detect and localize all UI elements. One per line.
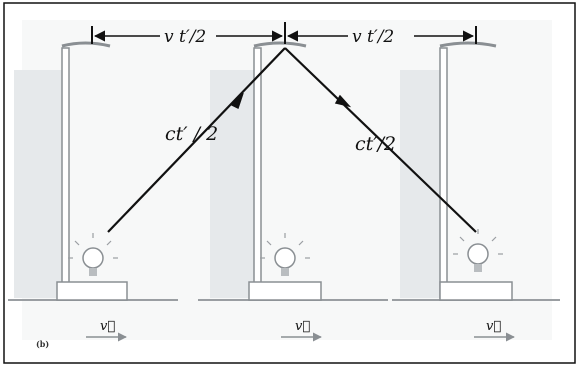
velocity-label-2: v⃗ <box>295 319 310 334</box>
light-bulb-icon <box>453 229 503 272</box>
lamp-base <box>248 281 322 301</box>
wall-panel <box>210 70 256 298</box>
light-ray-up <box>107 47 286 233</box>
light-ray-down <box>284 47 477 233</box>
stand-post <box>439 47 448 299</box>
light-path <box>107 47 477 233</box>
lamp-base <box>56 281 128 301</box>
clock-frame-3 <box>392 41 560 342</box>
stand-post <box>253 47 262 299</box>
label-diagonal-left: ct′ / 2 <box>165 123 218 145</box>
stand-post <box>61 47 70 299</box>
ray-up-arrowhead <box>230 92 244 110</box>
label-horizontal-right: v t′/2 <box>352 27 394 47</box>
mirror <box>253 41 307 48</box>
mirror <box>61 41 111 48</box>
velocity-label-1: v⃗ <box>100 319 115 334</box>
clock-frame-1 <box>8 41 178 342</box>
light-bulb-icon <box>68 233 118 276</box>
label-diagonal-right: ct′/2 <box>355 133 396 155</box>
wall-panel <box>400 70 440 298</box>
panel-label: (b) <box>36 339 49 349</box>
lamp-base <box>439 281 513 301</box>
clock-frame-2 <box>198 41 388 342</box>
mirror <box>439 41 497 48</box>
ray-down-arrowhead <box>334 94 352 108</box>
wall-panel <box>14 70 62 298</box>
velocity-label-3: v⃗ <box>486 319 501 334</box>
light-bulb-icon <box>260 233 310 276</box>
label-horizontal-left: v t′/2 <box>164 27 206 47</box>
distance-markers <box>91 22 477 44</box>
